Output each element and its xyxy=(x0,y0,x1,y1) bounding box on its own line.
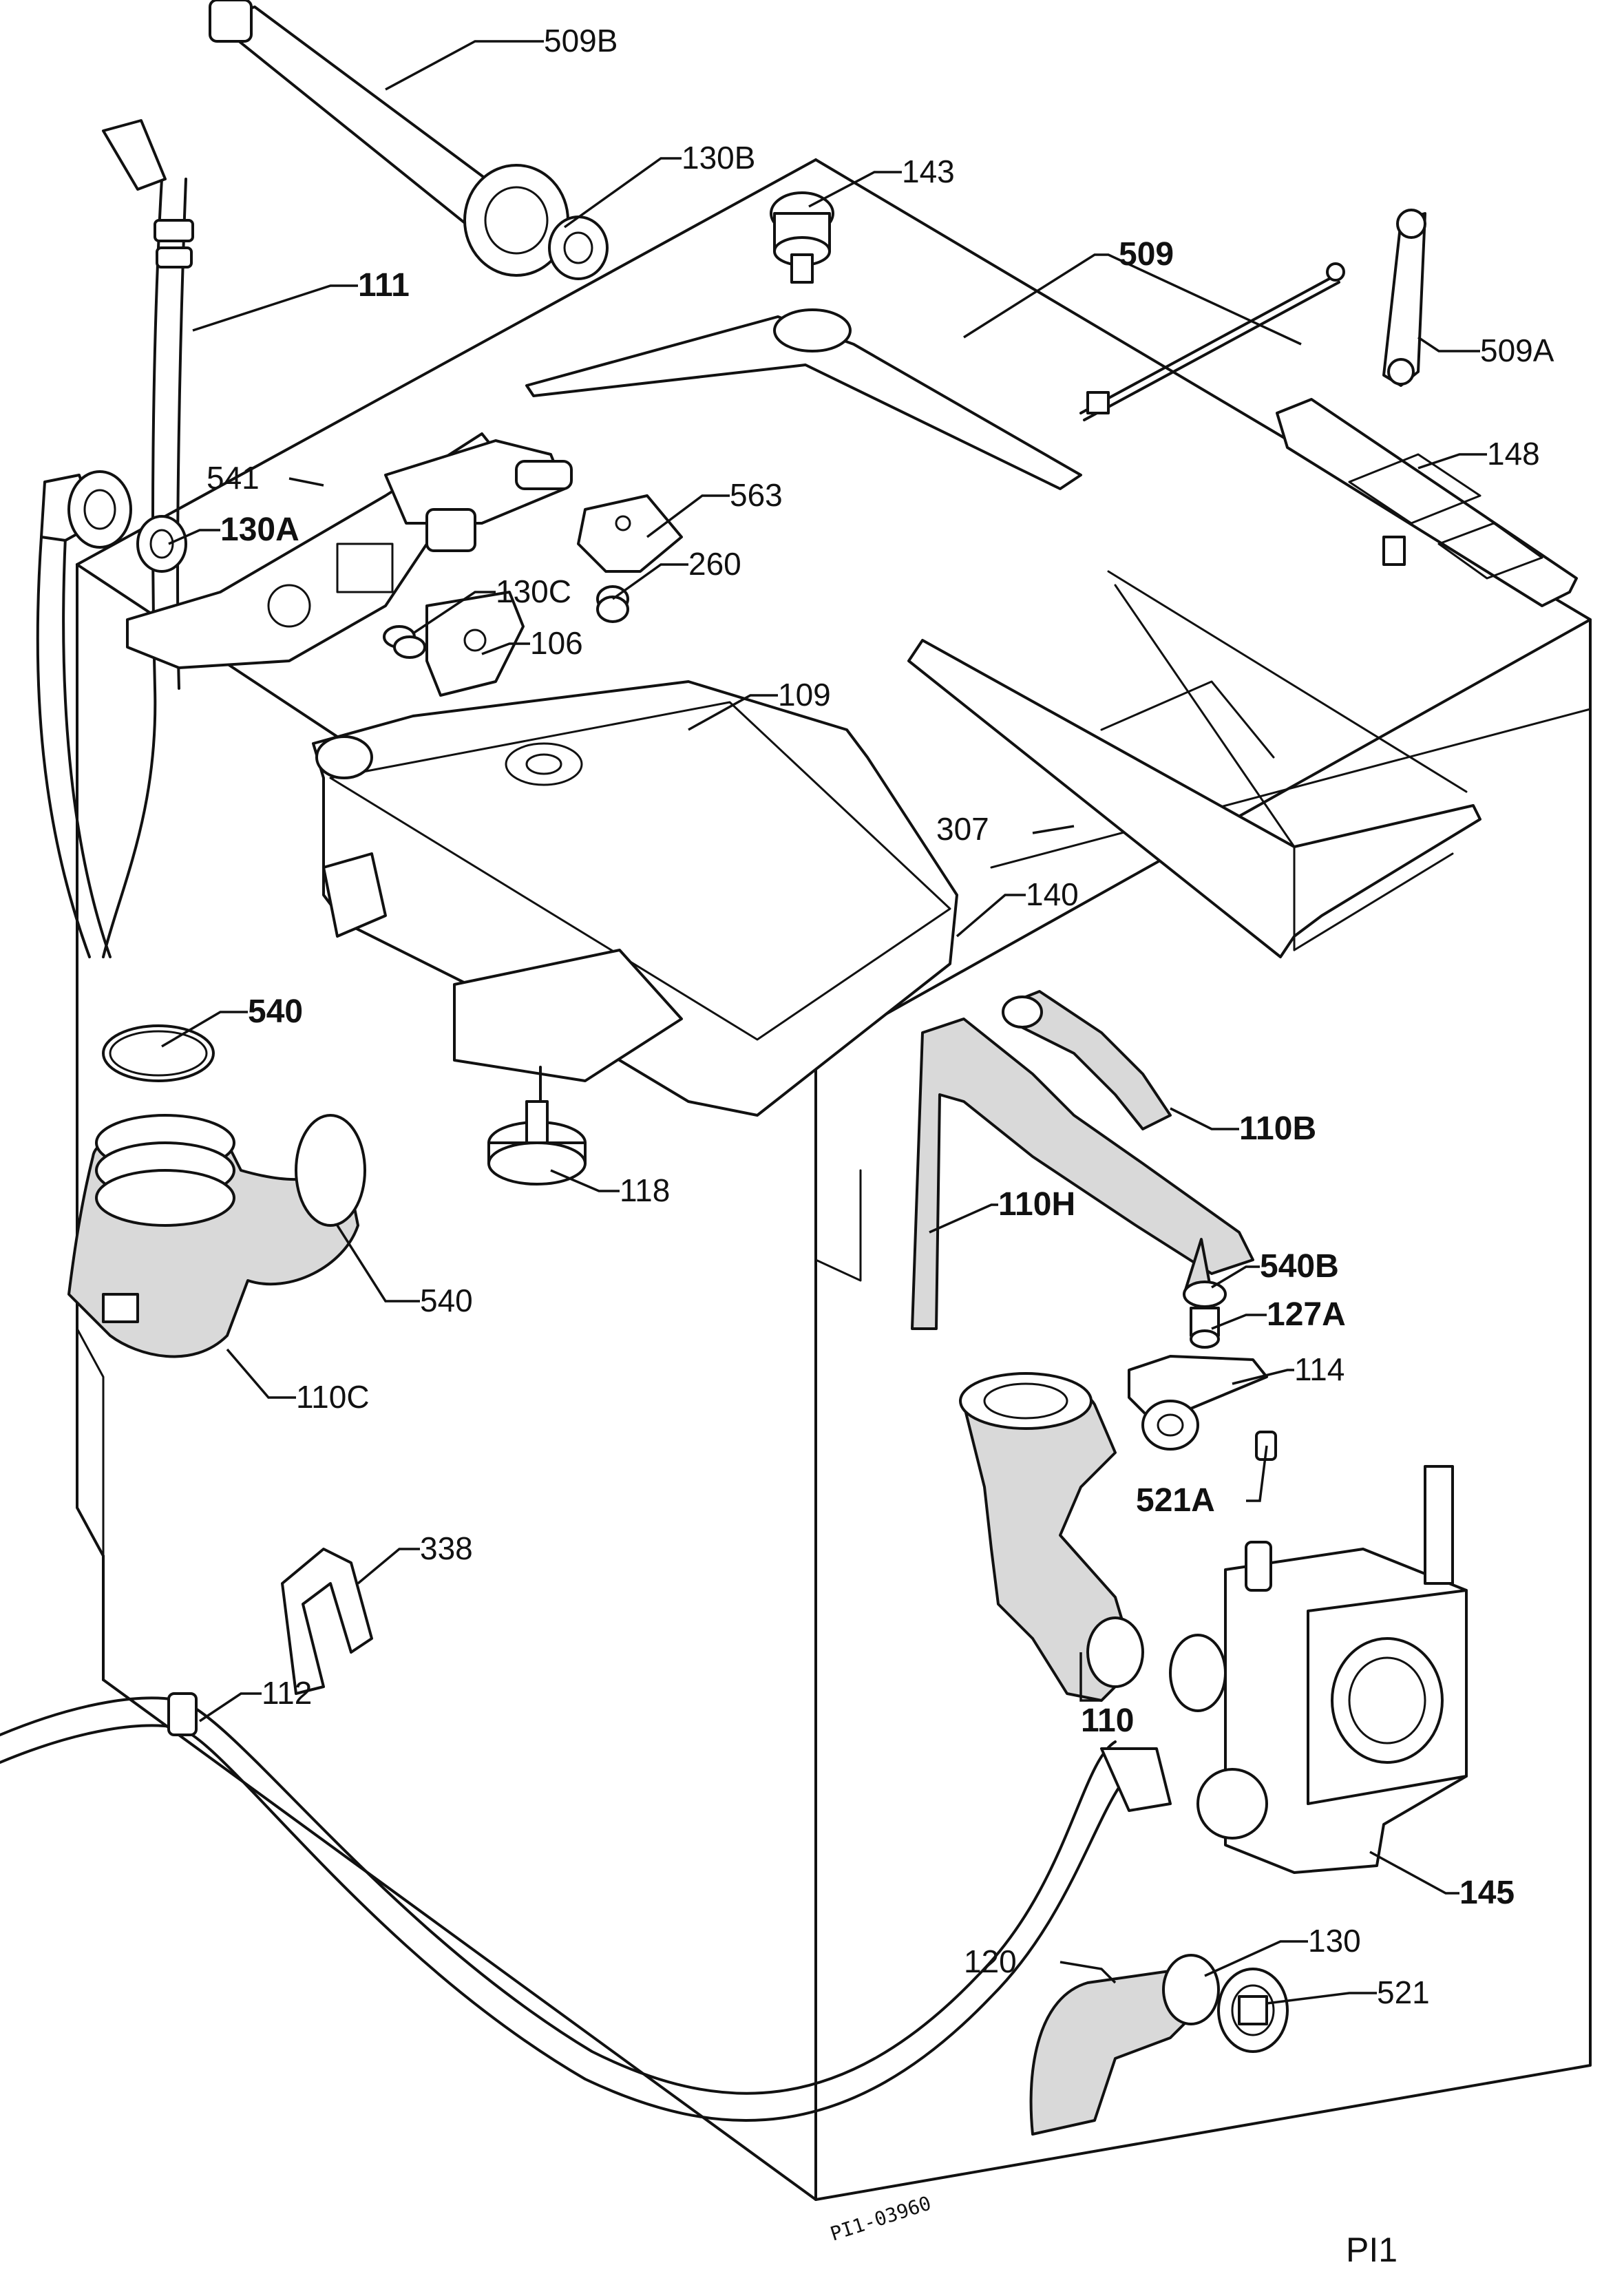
drawer-307 xyxy=(907,570,1481,958)
dispenser-housing-109 xyxy=(312,680,958,1117)
valve-bracket-541 xyxy=(126,432,573,669)
callout-labels: 509B 130B 143 509 509A 111 148 541 130A … xyxy=(207,23,1554,2010)
callout-110b: 110B xyxy=(1239,1110,1316,1147)
callout-338: 338 xyxy=(420,1530,473,1566)
valve-106 xyxy=(383,591,525,697)
callout-540-top: 540 xyxy=(248,993,303,1030)
bellows-110c xyxy=(67,1024,366,1358)
cover-563 xyxy=(577,494,683,573)
callout-521a: 521A xyxy=(1136,1482,1215,1519)
callout-509b: 509B xyxy=(544,23,618,59)
callout-140: 140 xyxy=(1026,876,1079,912)
callout-541: 541 xyxy=(207,460,260,496)
inlet-pipe-509b xyxy=(209,0,609,280)
callout-130b: 130B xyxy=(682,140,755,176)
callout-509: 509 xyxy=(1119,236,1174,273)
callout-540-bottom: 540 xyxy=(420,1283,473,1318)
callout-260: 260 xyxy=(688,546,741,582)
callout-148: 148 xyxy=(1487,436,1540,472)
callout-111: 111 xyxy=(358,267,410,304)
knob-143 xyxy=(770,191,834,284)
callout-307: 307 xyxy=(936,811,989,847)
callout-563: 563 xyxy=(730,477,783,513)
callout-110c: 110C xyxy=(296,1379,370,1415)
drawing-code: PI1-03960 xyxy=(827,2191,934,2245)
knob-118 xyxy=(487,1100,587,1186)
lever-509a xyxy=(1382,209,1426,387)
callout-120: 120 xyxy=(964,1943,1017,1979)
callout-521: 521 xyxy=(1377,1974,1430,2010)
pump-housing-145 xyxy=(1169,1465,1468,1874)
hose-110b xyxy=(1002,990,1172,1130)
callout-143: 143 xyxy=(902,154,955,189)
callout-127a: 127A xyxy=(1267,1296,1346,1333)
callout-110: 110 xyxy=(1081,1703,1134,1739)
linkage-509 xyxy=(525,262,1345,490)
callout-118: 118 xyxy=(620,1172,670,1208)
leader-lines xyxy=(161,40,1487,2005)
callout-509a: 509A xyxy=(1480,333,1554,368)
callout-540b: 540B xyxy=(1260,1248,1339,1285)
frame-148 xyxy=(1276,398,1578,607)
callout-130: 130 xyxy=(1308,1923,1361,1959)
callout-112: 112 xyxy=(262,1675,312,1711)
page-label: PI1 xyxy=(1346,2231,1398,2269)
drain-hose-112 xyxy=(0,1692,1172,2122)
clip-338 xyxy=(281,1548,373,1695)
callout-114: 114 xyxy=(1294,1351,1344,1387)
small-fittings xyxy=(1128,1281,1277,1461)
filter-assembly xyxy=(1029,1954,1289,2136)
callout-145: 145 xyxy=(1459,1875,1515,1911)
callout-130a: 130A xyxy=(220,512,299,548)
callout-106: 106 xyxy=(530,625,583,661)
callout-110h: 110H xyxy=(998,1186,1075,1223)
callout-130c: 130C xyxy=(496,573,571,609)
sump-hose-110 xyxy=(959,1372,1144,1702)
inlet-hose-111 xyxy=(36,119,194,958)
callout-109: 109 xyxy=(778,677,831,713)
